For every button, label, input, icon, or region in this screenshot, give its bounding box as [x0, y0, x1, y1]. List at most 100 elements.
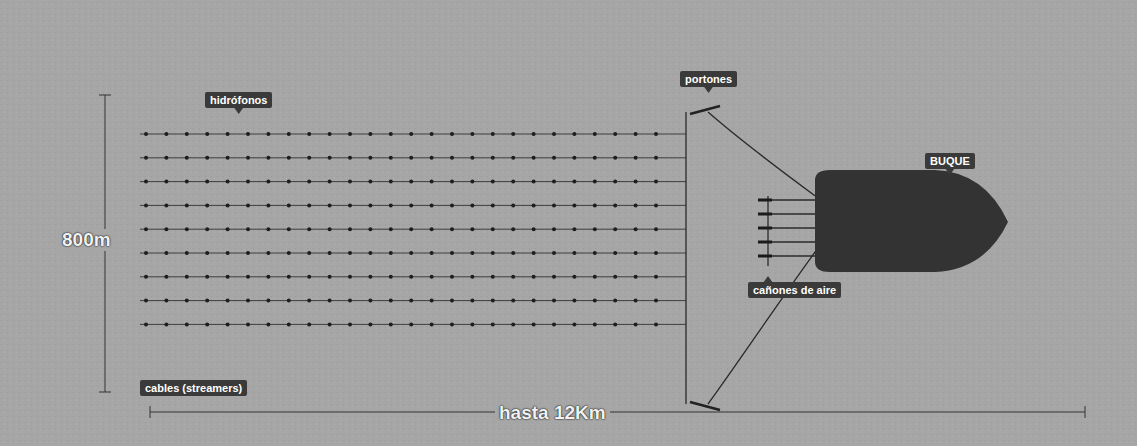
hydrophone	[226, 227, 230, 231]
hydrophone	[654, 203, 658, 207]
hydrophone	[409, 180, 413, 184]
hydrophone	[613, 203, 617, 207]
hydrophone	[246, 156, 250, 160]
hydrophone	[205, 322, 209, 326]
hydrophone	[185, 156, 189, 160]
ship-hull	[815, 170, 1008, 272]
hydrophone	[532, 156, 536, 160]
hydrophone	[409, 299, 413, 303]
hydrophone	[450, 132, 454, 136]
hydrophone	[266, 251, 270, 255]
hydrophone	[613, 251, 617, 255]
hydrophone	[430, 275, 434, 279]
hydrophone	[348, 180, 352, 184]
hydrophone	[491, 132, 495, 136]
hydrophone	[511, 156, 515, 160]
hydrophone	[348, 251, 352, 255]
hydrophone	[164, 299, 168, 303]
hydrophone	[572, 251, 576, 255]
hydrophone	[430, 227, 434, 231]
hydrophone	[511, 180, 515, 184]
hydrophone	[409, 203, 413, 207]
hydrophone	[287, 180, 291, 184]
hydrophone	[532, 203, 536, 207]
hydrophone	[552, 299, 556, 303]
hydrophone	[634, 156, 638, 160]
hydrophone	[246, 275, 250, 279]
hydrophone	[348, 275, 352, 279]
hydrophone	[572, 203, 576, 207]
hydrophone	[368, 156, 372, 160]
hydrophone	[430, 156, 434, 160]
hydrophone	[572, 275, 576, 279]
hydrophone	[654, 299, 658, 303]
callout-label: hidrófonos	[205, 92, 272, 108]
hydrophone	[409, 227, 413, 231]
hydrophone	[368, 299, 372, 303]
hydrophone	[348, 322, 352, 326]
hydrophone	[572, 180, 576, 184]
hydrophone	[368, 132, 372, 136]
hydrophone	[164, 227, 168, 231]
hydrophone	[409, 132, 413, 136]
hydrophone	[552, 251, 556, 255]
hydrophone	[307, 156, 311, 160]
hydrophone	[532, 251, 536, 255]
hydrophone	[593, 132, 597, 136]
hydrophone	[470, 322, 474, 326]
hydrophone	[328, 203, 332, 207]
hydrophone	[246, 299, 250, 303]
hydrophone	[226, 322, 230, 326]
hydrophone	[287, 227, 291, 231]
hydrophone	[205, 251, 209, 255]
dimension-label: hasta 12Km	[495, 402, 610, 424]
hydrophone	[246, 227, 250, 231]
hydrophone	[287, 203, 291, 207]
hydrophone	[532, 322, 536, 326]
hydrophone	[144, 299, 148, 303]
hydrophone	[491, 156, 495, 160]
hydrophone	[430, 322, 434, 326]
hydrophone	[307, 132, 311, 136]
hydrophone	[409, 251, 413, 255]
hydrophone	[470, 156, 474, 160]
hydrophone	[593, 299, 597, 303]
hydrophone	[348, 299, 352, 303]
hydrophone	[348, 132, 352, 136]
hydrophone	[287, 275, 291, 279]
hydrophone	[287, 322, 291, 326]
hydrophone	[328, 251, 332, 255]
towing-rig	[686, 112, 818, 404]
hydrophone	[389, 227, 393, 231]
hydrophone	[246, 180, 250, 184]
hydrophone	[226, 180, 230, 184]
hydrophone	[613, 132, 617, 136]
hydrophone	[654, 180, 658, 184]
hydrophone	[226, 251, 230, 255]
hydrophone	[328, 275, 332, 279]
hydrophone	[185, 227, 189, 231]
doors	[690, 106, 720, 410]
hydrophone	[185, 322, 189, 326]
hydrophone	[532, 132, 536, 136]
hydrophone	[185, 251, 189, 255]
hydrophone	[634, 203, 638, 207]
hydrophone	[205, 275, 209, 279]
hydrophone	[593, 203, 597, 207]
hydrophone	[450, 275, 454, 279]
hydrophone	[307, 227, 311, 231]
hydrophone	[164, 322, 168, 326]
hydrophone	[144, 251, 148, 255]
hydrophone	[532, 275, 536, 279]
hydrophone	[287, 299, 291, 303]
dimension-length	[150, 406, 1085, 418]
hydrophone	[287, 251, 291, 255]
hydrophone	[470, 227, 474, 231]
callout-label: cañones de aire	[748, 282, 841, 298]
hydrophone	[470, 203, 474, 207]
hydrophone	[552, 227, 556, 231]
hydrophone	[634, 322, 638, 326]
hydrophone	[593, 251, 597, 255]
callout-label: portones	[680, 71, 737, 87]
hydrophone	[613, 227, 617, 231]
